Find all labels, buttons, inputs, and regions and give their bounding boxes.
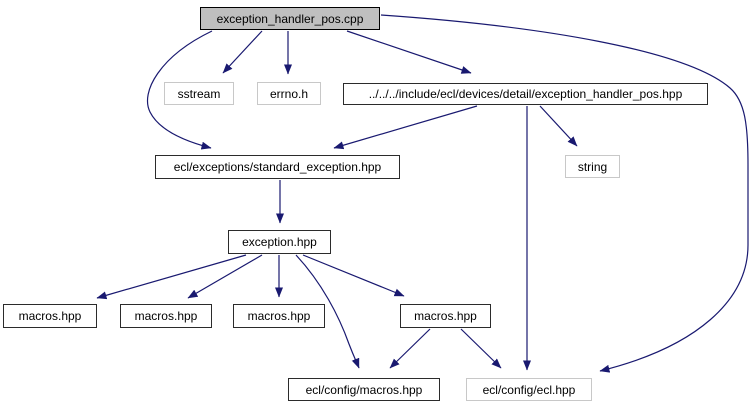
node-macros-hpp-4[interactable]: macros.hpp [400, 304, 491, 328]
node-macros-hpp-2[interactable]: macros.hpp [120, 304, 212, 328]
edge-exception-hpp-to-ecl-config-macros-hpp [295, 254, 360, 369]
edge-macros-hpp-4-to-ecl-config-macros-hpp [389, 328, 431, 369]
node-macros-hpp-3[interactable]: macros.hpp [233, 304, 325, 328]
edge-exception-hpp-to-macros-hpp-4 [302, 254, 405, 297]
node-ecl-config-ecl-hpp: ecl/config/ecl.hpp [466, 378, 592, 401]
node-errno-h: errno.h [257, 82, 321, 105]
node-macros-hpp-1[interactable]: macros.hpp [3, 304, 97, 328]
node-exception-hpp[interactable]: exception.hpp [228, 230, 331, 254]
edge-exception-handler-pos-cpp-to-exception-handler-pos-hpp [346, 30, 472, 74]
node-ecl-config-macros-hpp[interactable]: ecl/config/macros.hpp [288, 378, 440, 401]
node-standard-exception-hpp[interactable]: ecl/exceptions/standard_exception.hpp [155, 155, 400, 179]
edge-exception-handler-pos-hpp-to-string [539, 105, 578, 147]
edge-exception-hpp-to-macros-hpp-1 [96, 254, 247, 300]
node-exception-handler-pos-cpp: exception_handler_pos.cpp [200, 7, 380, 30]
edge-macros-hpp-4-to-ecl-config-ecl-hpp [460, 328, 502, 369]
edge-exception-handler-pos-cpp-to-sstream [222, 30, 263, 74]
node-exception-handler-pos-hpp[interactable]: ../../../include/ecl/devices/detail/exce… [343, 83, 708, 105]
edge-exception-hpp-to-macros-hpp-2 [187, 254, 263, 299]
node-string: string [565, 155, 620, 178]
edge-exception-handler-pos-cpp-to-ecl-config-ecl-hpp [380, 14, 749, 373]
node-sstream: sstream [164, 82, 234, 105]
edge-exception-handler-pos-hpp-to-standard-exception-hpp [333, 105, 478, 150]
edge-exception-handler-pos-cpp-to-standard-exception-hpp [146, 30, 213, 150]
